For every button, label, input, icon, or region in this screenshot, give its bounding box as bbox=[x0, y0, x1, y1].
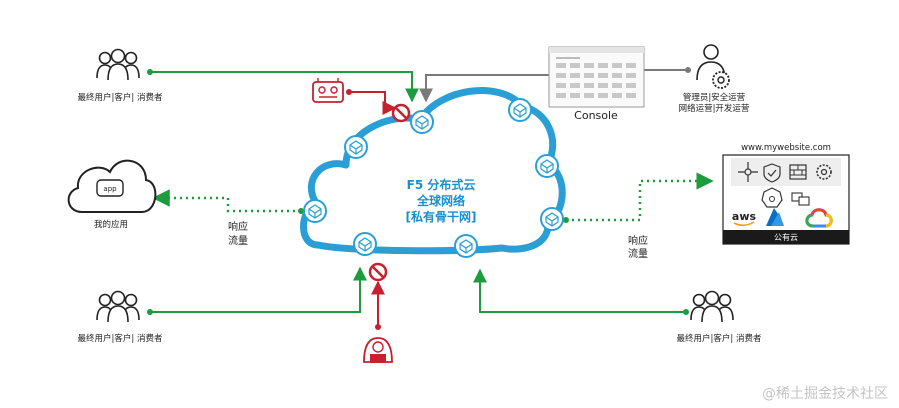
public-cloud-label: 公有云 bbox=[774, 232, 798, 242]
blocked-bot-flow bbox=[346, 89, 397, 115]
pop-node-icon bbox=[540, 207, 564, 231]
console-tile bbox=[556, 63, 566, 68]
console-tile bbox=[612, 93, 622, 98]
console-tile bbox=[584, 93, 594, 98]
block-icon-top bbox=[391, 103, 411, 123]
bottom-left-user-flow bbox=[147, 266, 367, 315]
console-tile bbox=[598, 83, 608, 88]
console-label: Console bbox=[574, 109, 618, 122]
azure-logo bbox=[766, 208, 784, 226]
pop-node-icon bbox=[454, 234, 478, 258]
pop-node-icon bbox=[344, 135, 368, 159]
response-right-line2: 流量 bbox=[628, 247, 648, 260]
network-icon bbox=[738, 162, 758, 182]
block-icon-bottom bbox=[368, 262, 388, 282]
website-url: www.mywebsite.com bbox=[741, 143, 831, 153]
shield-icon bbox=[763, 163, 781, 183]
console-window bbox=[548, 46, 645, 108]
console-tile bbox=[556, 93, 566, 98]
users-icon-bottom-right bbox=[690, 290, 734, 323]
response-flow-left bbox=[152, 189, 304, 214]
containers-icon bbox=[791, 192, 810, 206]
app-badge: app bbox=[103, 185, 117, 193]
console-tile bbox=[584, 63, 594, 68]
watermark: @稀土掘金技术社区 bbox=[762, 386, 888, 402]
console-tile bbox=[626, 73, 636, 78]
bottom-right-user-flow bbox=[473, 268, 689, 315]
cloud-title-line3: [私有骨干网] bbox=[406, 209, 477, 224]
console-tile bbox=[570, 83, 580, 88]
admin-flow bbox=[644, 67, 691, 73]
cloud-title-line1: F5 分布式云 bbox=[407, 177, 476, 192]
console-tile bbox=[598, 93, 608, 98]
attacker-icon bbox=[363, 337, 393, 363]
console-tile bbox=[598, 73, 608, 78]
gear-icon bbox=[816, 164, 832, 180]
console-flow bbox=[419, 74, 549, 103]
website-panel bbox=[722, 154, 850, 245]
console-tile bbox=[556, 73, 566, 78]
console-tile bbox=[612, 83, 622, 88]
console-tile bbox=[584, 83, 594, 88]
console-tile bbox=[626, 83, 636, 88]
response-left-line2: 流量 bbox=[228, 234, 248, 247]
app-cloud-icon bbox=[67, 159, 157, 213]
console-tile bbox=[626, 63, 636, 68]
response-right-line1: 响应 bbox=[628, 234, 648, 247]
pop-node-icon bbox=[508, 98, 532, 122]
bot-icon bbox=[312, 78, 344, 103]
response-left-line1: 响应 bbox=[228, 220, 248, 233]
console-tile bbox=[612, 73, 622, 78]
pop-node-icon bbox=[353, 232, 377, 256]
users-icon-top-left bbox=[96, 48, 140, 81]
app-label: 我的应用 bbox=[94, 219, 128, 230]
admin-label-line2: 网络运营|开发运营 bbox=[679, 103, 750, 114]
cloud-title-line2: 全球网络 bbox=[416, 193, 465, 208]
console-tile bbox=[556, 83, 566, 88]
top-left-user-flow bbox=[147, 69, 419, 103]
console-tile bbox=[570, 73, 580, 78]
console-tile bbox=[584, 73, 594, 78]
users-label-top-left: 最终用户|客户| 消费者 bbox=[78, 92, 163, 103]
pop-node-icon bbox=[303, 199, 327, 223]
response-flow-right bbox=[563, 172, 714, 223]
google-cloud-logo bbox=[805, 208, 833, 228]
blocked-attacker-flow bbox=[371, 280, 385, 330]
pop-node-icon bbox=[410, 110, 434, 134]
firewall-icon bbox=[789, 164, 807, 180]
console-tile bbox=[570, 93, 580, 98]
admin-label-line1: 管理员|安全运营 bbox=[683, 92, 745, 103]
console-tile bbox=[626, 93, 636, 98]
cloud-nodes bbox=[303, 98, 564, 258]
users-icon-bottom-left bbox=[96, 290, 140, 323]
console-tile bbox=[612, 63, 622, 68]
console-tile bbox=[598, 63, 608, 68]
admin-icon bbox=[696, 44, 730, 89]
console-tile bbox=[570, 63, 580, 68]
users-label-bottom-right: 最终用户|客户| 消费者 bbox=[677, 333, 762, 344]
kubernetes-icon bbox=[761, 187, 783, 208]
pop-node-icon bbox=[535, 154, 559, 178]
aws-smile-icon bbox=[733, 221, 755, 227]
aws-logo: aws bbox=[732, 210, 757, 223]
users-label-bottom-left: 最终用户|客户| 消费者 bbox=[78, 333, 163, 344]
